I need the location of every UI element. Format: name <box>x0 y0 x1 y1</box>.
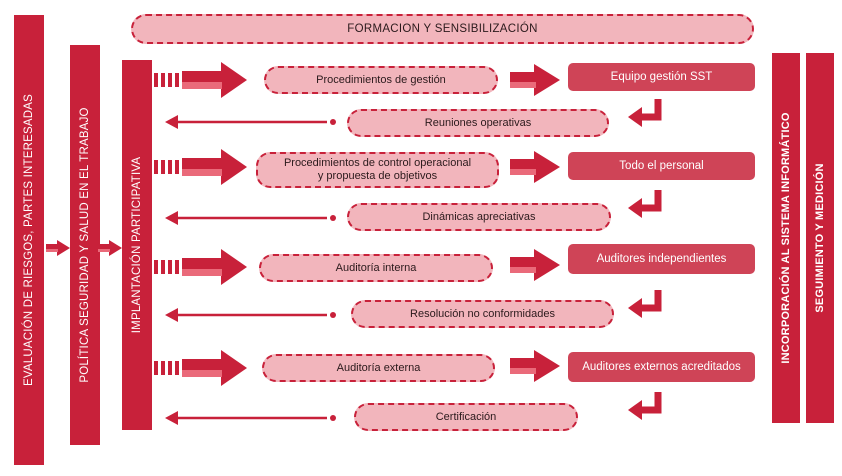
internal-audit-node: Auditoría interna <box>259 254 493 282</box>
arrow-icon <box>510 350 560 382</box>
node-label: Dinámicas apreciativas <box>422 210 536 223</box>
nonconformity-resolution-node: Resolución no conformidades <box>351 300 614 328</box>
all-staff-box: Todo el personal <box>568 152 755 180</box>
node-label: Certificación <box>435 410 497 423</box>
independent-auditors-box: Auditores independientes <box>568 244 755 274</box>
node-label: Procedimientos de control operacional <box>283 157 472 169</box>
feedback-arrow-icon <box>163 409 338 427</box>
operational-meetings-node: Reuniones operativas <box>347 109 609 137</box>
box-label: Auditores externos acreditados <box>582 361 741 373</box>
training-banner-label: FORMACION Y SENSIBILIZACIÓN <box>347 22 538 35</box>
arrow-icon <box>147 149 247 185</box>
return-arrow-icon <box>628 190 658 218</box>
sst-team-box: Equipo gestión SST <box>568 63 755 91</box>
node-label: Procedimientos de gestión <box>316 73 446 86</box>
arrow-icon <box>510 151 560 183</box>
node-label: Reuniones operativas <box>424 116 532 129</box>
arrow-icon <box>147 350 247 386</box>
arrow-icon <box>147 249 247 285</box>
return-arrow-icon <box>628 392 658 420</box>
node-label: Resolución no conformidades <box>410 307 555 320</box>
accredited-auditors-box: Auditores externos acreditados <box>568 352 755 382</box>
arrow-icon <box>510 64 560 96</box>
feedback-arrow-icon <box>163 113 338 131</box>
management-procedures-node: Procedimientos de gestión <box>264 66 498 94</box>
arrow-icon <box>510 249 560 281</box>
box-label: Equipo gestión SST <box>610 71 713 83</box>
node-label: Auditoría interna <box>335 261 417 274</box>
training-banner: FORMACION Y SENSIBILIZACIÓN <box>131 14 754 44</box>
return-arrow-icon <box>628 290 658 318</box>
monitoring-bar: SEGUIMIENTO Y MEDICIÓN <box>806 53 834 423</box>
feedback-arrow-icon <box>163 306 338 324</box>
node-label: Auditoría externa <box>336 361 421 374</box>
box-label: Todo el personal <box>619 160 704 172</box>
return-arrow-icon <box>628 99 658 127</box>
certification-node: Certificación <box>354 403 578 431</box>
arrow-icon <box>46 240 70 256</box>
ohs-policy-bar: POLÍTICA SEGURIDAD Y SALUD EN EL TRABAJO <box>70 45 100 445</box>
feedback-arrow-icon <box>163 209 338 227</box>
arrow-icon <box>98 240 122 256</box>
system-incorporation-bar: INCORPORACIÓN AL SISTEMA INFORMÁTICO <box>772 53 800 423</box>
risk-evaluation-bar: EVALUACIÓN DE RIESGOS, PARTES INTERESADA… <box>14 15 44 465</box>
operational-control-node: Procedimientos de control operacional y … <box>256 152 499 188</box>
appreciative-dynamics-node: Dinámicas apreciativas <box>347 203 611 231</box>
arrow-icon <box>147 62 247 98</box>
box-label: Auditores independientes <box>596 253 727 265</box>
external-audit-node: Auditoría externa <box>262 354 495 382</box>
node-label: y propuesta de objetivos <box>317 170 438 182</box>
